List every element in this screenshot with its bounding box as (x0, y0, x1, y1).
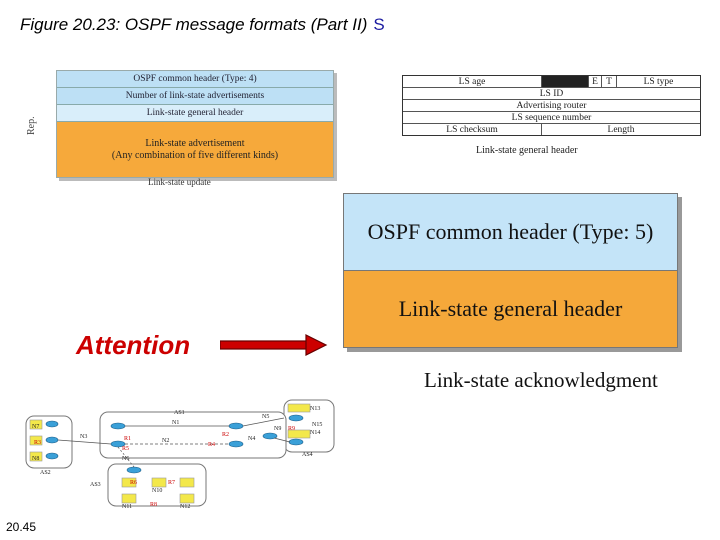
svg-text:N11: N11 (122, 504, 132, 510)
svg-text:N10: N10 (152, 488, 162, 494)
svg-text:R1: R1 (124, 436, 131, 442)
header-row-4: LS sequence number (403, 112, 700, 124)
ack-general-header: Link-state general header (344, 271, 677, 347)
lsu-row-number-of-ads: Number of link-state advertisements (57, 88, 333, 105)
ls-id-cell: LS ID (539, 88, 564, 99)
svg-text:R9: R9 (288, 426, 295, 432)
lsu-advertisement-line2: (Any combination of five different kinds… (111, 149, 279, 161)
advertising-router-cell: Advertising router (516, 100, 587, 111)
svg-text:N4: N4 (248, 436, 255, 442)
attention-arrow-icon (220, 334, 328, 356)
svg-text:AS2: AS2 (40, 470, 51, 476)
svg-text:R6: R6 (130, 480, 137, 486)
network-diagram: AS1 AS2 AS3 AS4 N1 N2 N3 N4 N5 N6 N7 N8 … (25, 399, 335, 510)
slide-title: Figure 20.23: OSPF message formats (Part… (20, 15, 385, 35)
general-header-caption: Link-state general header (476, 145, 578, 156)
ack-caption: Link-state acknowledgment (424, 368, 658, 392)
lsu-row-common-header: OSPF common header (Type: 4) (57, 71, 333, 88)
ls-type-cell: LS type (643, 76, 674, 87)
lsu-advertisement-block: Link-state advertisement (Any combinatio… (57, 122, 333, 177)
lsu-caption: Link-state update (148, 177, 211, 187)
svg-text:N13: N13 (310, 406, 320, 412)
svg-text:N3: N3 (80, 434, 87, 440)
lsu-row-general-header: Link-state general header (57, 105, 333, 122)
svg-text:N2: N2 (162, 438, 169, 444)
ack-common-header: OSPF common header (Type: 5) (344, 194, 677, 271)
ls-age-cell: LS age (403, 76, 542, 87)
general-header-table: LS age E T LS type LS ID Advertising rou… (402, 75, 701, 136)
svg-text:N5: N5 (262, 414, 269, 420)
svg-text:N12: N12 (180, 504, 190, 510)
svg-text:N1: N1 (172, 420, 179, 426)
svg-text:N9: N9 (274, 426, 281, 432)
svg-text:N8: N8 (32, 456, 39, 462)
svg-text:R5: R5 (122, 446, 129, 452)
e-bit-cell: E (589, 76, 602, 87)
attention-label: Attention (76, 330, 191, 360)
header-row-5: LS checksum Length (403, 124, 700, 135)
svg-text:R3: R3 (34, 440, 41, 446)
svg-text:AS4: AS4 (302, 452, 313, 458)
header-row-2: LS ID (403, 88, 700, 100)
svg-text:N15: N15 (312, 422, 322, 428)
lsu-advertisement-line1: Link-state advertisement (145, 137, 245, 149)
title-mark: S (373, 15, 385, 34)
header-row-1: LS age E T LS type (403, 76, 700, 88)
link-state-update-figure: OSPF common header (Type: 4) Number of l… (56, 70, 334, 178)
svg-text:AS3: AS3 (90, 482, 101, 488)
ls-checksum-cell: LS checksum (403, 124, 542, 135)
ls-sequence-cell: LS sequence number (511, 112, 592, 123)
svg-text:N6: N6 (122, 456, 129, 462)
page-number: 20.45 (6, 520, 37, 534)
lsu-rep-label: Rep. (26, 116, 37, 135)
svg-text:R4: R4 (208, 442, 215, 448)
options-dark-cell (542, 76, 589, 87)
link-state-ack-figure: OSPF common header (Type: 5) Link-state … (343, 193, 678, 348)
header-row-3: Advertising router (403, 100, 700, 112)
svg-text:AS1: AS1 (174, 410, 185, 416)
svg-text:R7: R7 (168, 480, 175, 486)
t-bit-cell: T (602, 76, 617, 87)
length-cell: Length (607, 124, 635, 135)
title-text: Figure 20.23: OSPF message formats (Part… (20, 15, 368, 34)
svg-text:N7: N7 (32, 424, 39, 430)
svg-text:N14: N14 (310, 430, 320, 436)
svg-text:R2: R2 (222, 432, 229, 438)
svg-text:R8: R8 (150, 502, 157, 508)
